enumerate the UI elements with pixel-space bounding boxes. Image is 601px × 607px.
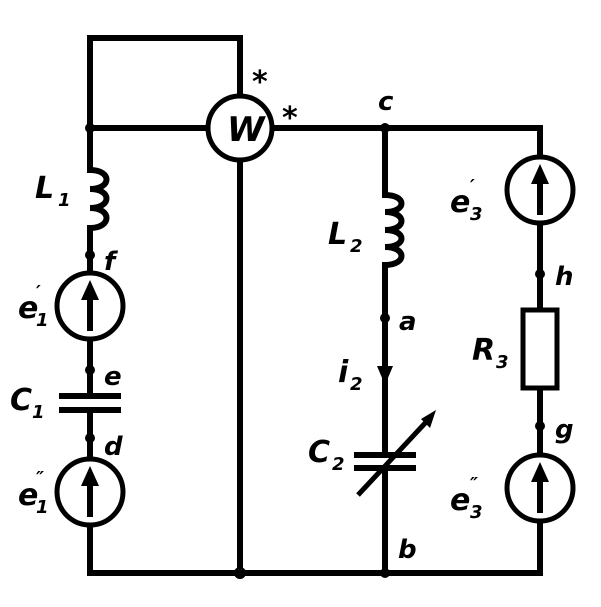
- wire-top-loop: [87, 35, 243, 128]
- label-c2-sub: 2: [332, 454, 345, 475]
- label-r3-sub: 3: [496, 352, 509, 373]
- label-e3-double-prime: e: [450, 483, 470, 518]
- wire-top-right: [272, 125, 543, 161]
- node-label-b: b: [398, 535, 417, 565]
- label-e1-prime-mark: ′: [36, 282, 41, 303]
- source-e3-double-prime: [504, 452, 576, 524]
- label-e3-double-prime-mark: ″: [470, 474, 478, 495]
- label-c1-sub: 1: [32, 402, 45, 423]
- resistor-r3: [520, 307, 560, 391]
- inductor-l1: [86, 166, 110, 232]
- node-label-c: c: [378, 87, 394, 117]
- label-e1-double-prime: e: [18, 478, 38, 513]
- label-l1-sub: 1: [58, 190, 71, 211]
- label-e3-prime-sub: 3: [470, 204, 483, 225]
- source-e1-prime: [54, 270, 126, 342]
- capacitor-c2: [354, 410, 436, 497]
- label-i2: i: [338, 355, 349, 390]
- label-e3-prime-mark: ′: [470, 176, 475, 197]
- label-i2-sub: 2: [350, 374, 363, 395]
- node-label-e: e: [104, 362, 122, 392]
- label-l1: L: [35, 171, 54, 206]
- current-arrow-i2: [377, 366, 393, 385]
- wattmeter-star-right: *: [282, 101, 298, 136]
- source-e1-double-prime: [54, 456, 126, 528]
- capacitor-c1: [59, 393, 121, 413]
- label-e1-double-prime-sub: 1: [36, 497, 49, 518]
- label-e1-double-prime-mark: ″: [36, 468, 44, 489]
- node-label-h: h: [555, 262, 574, 292]
- label-c1: C: [10, 383, 32, 418]
- node-label-f: f: [104, 247, 119, 277]
- node-label-g: g: [555, 415, 574, 445]
- node-label-a: a: [399, 307, 417, 337]
- label-e1-prime-sub: 1: [36, 310, 49, 331]
- label-l2-sub: 2: [350, 236, 363, 257]
- node-dots: [85, 123, 545, 579]
- label-r3: R: [472, 333, 495, 368]
- label-e3-double-prime-sub: 3: [470, 502, 483, 523]
- wires: [87, 35, 543, 576]
- label-e1-prime: e: [18, 291, 38, 326]
- label-l2: L: [328, 217, 347, 252]
- inductor-l2: [381, 191, 405, 269]
- label-c2: C: [308, 435, 330, 470]
- source-e3-prime: [504, 154, 576, 226]
- node-label-d: d: [104, 432, 123, 462]
- label-e3-prime: e: [450, 185, 470, 220]
- wattmeter: W: [205, 93, 275, 163]
- wattmeter-label: W: [227, 110, 266, 150]
- wattmeter-star-top: *: [252, 65, 268, 100]
